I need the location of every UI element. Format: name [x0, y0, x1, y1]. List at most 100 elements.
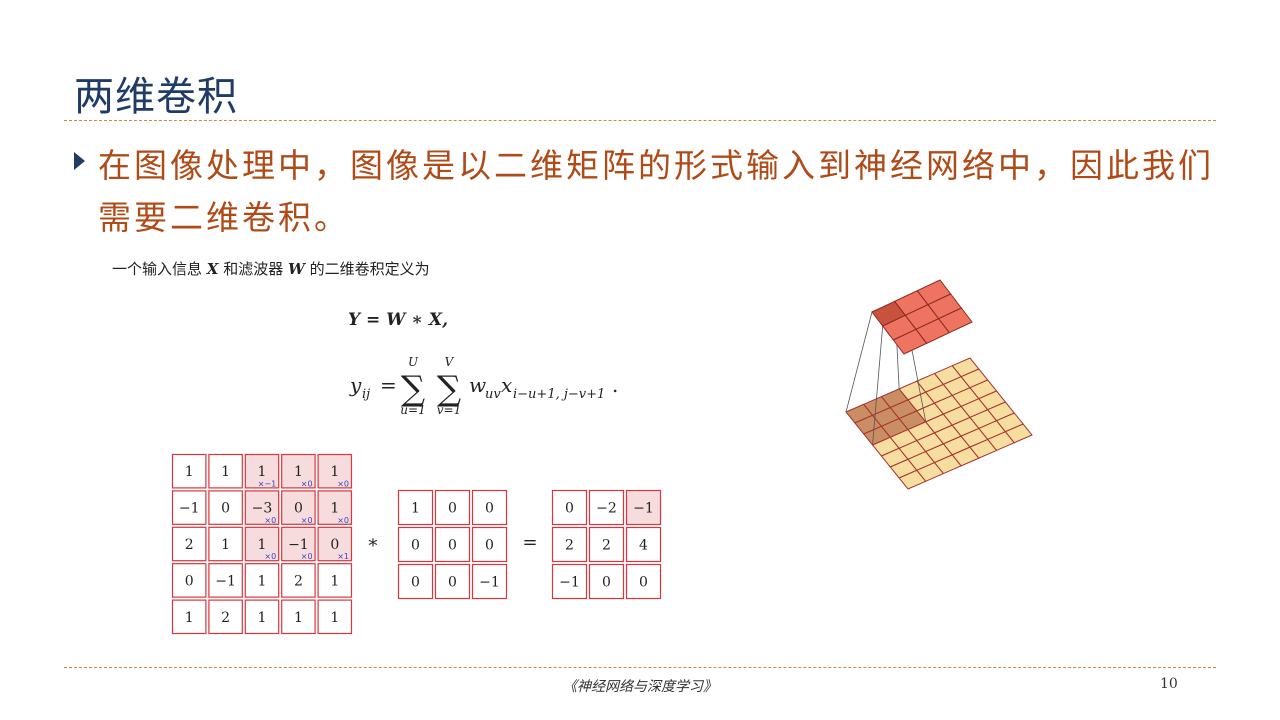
sum1-symbol: ∑ [401, 369, 425, 409]
matrix-cell [171, 563, 207, 598]
weight-annotation: ×−1 [258, 479, 277, 488]
matrix-cell [317, 563, 353, 598]
slide-title: 两维卷积 [74, 74, 238, 120]
formula-summation: y ij = U ∑ u=1 V ∑ v=1 w uv x i−u+1, j−v… [349, 355, 618, 417]
matrix-cell [208, 599, 243, 635]
matrix-cell-value: −1 [559, 575, 580, 591]
bullet-text: 在图像处理中，图像是以二维矩阵的形式输入到神经网络中，因此我们需要二维卷积。 [98, 146, 1214, 237]
sum2-bottom: v=1 [437, 403, 461, 417]
footer-book-title: 《神经网络与深度学习》 [563, 679, 717, 695]
formula-convolution: Y = W ∗ X, [348, 310, 448, 330]
matrix-cell [434, 526, 471, 563]
matrix-cell [171, 490, 207, 525]
matrix-cell-value: 1 [258, 610, 267, 626]
matrix-cell [434, 489, 471, 526]
definition-w-symbol: W [288, 260, 305, 278]
matrix-cell [551, 489, 588, 526]
bullet-triangle-icon [74, 152, 85, 170]
weight-annotation: ×0 [337, 479, 349, 488]
matrix-cell [397, 489, 434, 526]
illustration-cell [937, 307, 973, 334]
matrix-cell-value: 0 [448, 538, 457, 554]
matrix-cell [171, 453, 207, 489]
formula-w-sub: uv [485, 387, 501, 402]
matrix-cell-value: −1 [215, 573, 236, 589]
matrix-cell-value: 1 [330, 573, 339, 589]
matrix-cell [625, 489, 662, 526]
definition-mid: 和滤波器 [223, 260, 284, 278]
matrix-cell [281, 526, 316, 562]
matrix-cell [551, 526, 588, 563]
formula-equals: = [380, 373, 397, 397]
weight-annotation: ×0 [301, 552, 313, 561]
matrix-cell-value: 0 [448, 575, 457, 591]
formula-x: x [501, 373, 512, 397]
title-divider [64, 120, 1216, 121]
matrix-cell-value: −1 [479, 575, 500, 591]
matrix-cell-value: −1 [288, 537, 309, 553]
weight-annotation: ×0 [301, 479, 313, 488]
matrix-cell-value: 1 [330, 464, 339, 480]
sum2-symbol: ∑ [437, 369, 461, 409]
matrix-cell-value: 1 [258, 573, 267, 589]
matrix-cell-value: 0 [330, 537, 339, 553]
weight-annotation: ×0 [301, 516, 313, 525]
matrix-cell-value: 0 [221, 501, 230, 517]
matrix-cell [244, 453, 280, 489]
matrix-cell-value: 0 [411, 538, 420, 554]
matrix-cell [244, 599, 280, 635]
conv-operator: ∗ [367, 532, 379, 553]
matrix-cell [208, 526, 243, 562]
sum2-top: V [445, 355, 455, 369]
matrix-cell-value: 2 [565, 538, 574, 554]
matrix-cell-value: 0 [602, 575, 611, 591]
matrix-cell [471, 563, 508, 600]
matrix-cell-value: 1 [294, 610, 303, 626]
matrix-cell [434, 563, 471, 600]
matrix-cell [588, 526, 625, 563]
matrix-cell-value: 2 [221, 610, 230, 626]
projection-line [845, 311, 873, 413]
weight-annotation: ×0 [264, 552, 276, 561]
matrix-cell-value: 2 [602, 538, 611, 554]
page-number: 10 [1160, 676, 1178, 692]
definition-x-symbol: X [206, 260, 219, 278]
footer-divider [64, 667, 1216, 668]
matrix-cell-value: 1 [185, 464, 194, 480]
matrix-cell-value: 0 [411, 575, 420, 591]
matrix-cell [588, 563, 625, 600]
projection-line [872, 325, 884, 446]
weight-annotation: ×1 [337, 552, 349, 561]
matrix-cell [281, 599, 316, 635]
matrix-cell [244, 526, 280, 562]
matrix-cell-value: 1 [185, 610, 194, 626]
matrix-cell [588, 489, 625, 526]
definition-sentence: 一个输入信息 X 和滤波器 W 的二维卷积定义为 [112, 258, 430, 279]
matrix-cell [317, 490, 353, 525]
convolution-3d-illustration [845, 279, 1033, 490]
matrix-cell-value: 0 [294, 501, 303, 517]
matrix-cell [625, 563, 662, 600]
matrix-cell-value: 1 [294, 464, 303, 480]
matrix-cell [281, 453, 316, 489]
matrix-cell [317, 453, 353, 489]
matrix-cell [551, 563, 588, 600]
definition-prefix: 一个输入信息 [112, 260, 203, 278]
matrix-cell-value: 0 [485, 538, 494, 554]
formula-lhs: y [349, 373, 362, 397]
sum1-top: U [408, 355, 419, 369]
formula-period: . [612, 373, 618, 397]
matrix-cell-value: −1 [633, 501, 654, 517]
matrix-cell-value: −1 [179, 501, 200, 517]
matrix-cell [208, 453, 243, 489]
matrix-cell [171, 526, 207, 562]
equals-sign: = [522, 532, 537, 553]
sum1-bottom: u=1 [400, 403, 425, 417]
formula-lhs-sub: ij [362, 387, 370, 402]
matrix-cell [208, 490, 243, 525]
matrix-cell-value: −2 [596, 501, 617, 517]
matrix-cell-value: 4 [639, 538, 648, 554]
